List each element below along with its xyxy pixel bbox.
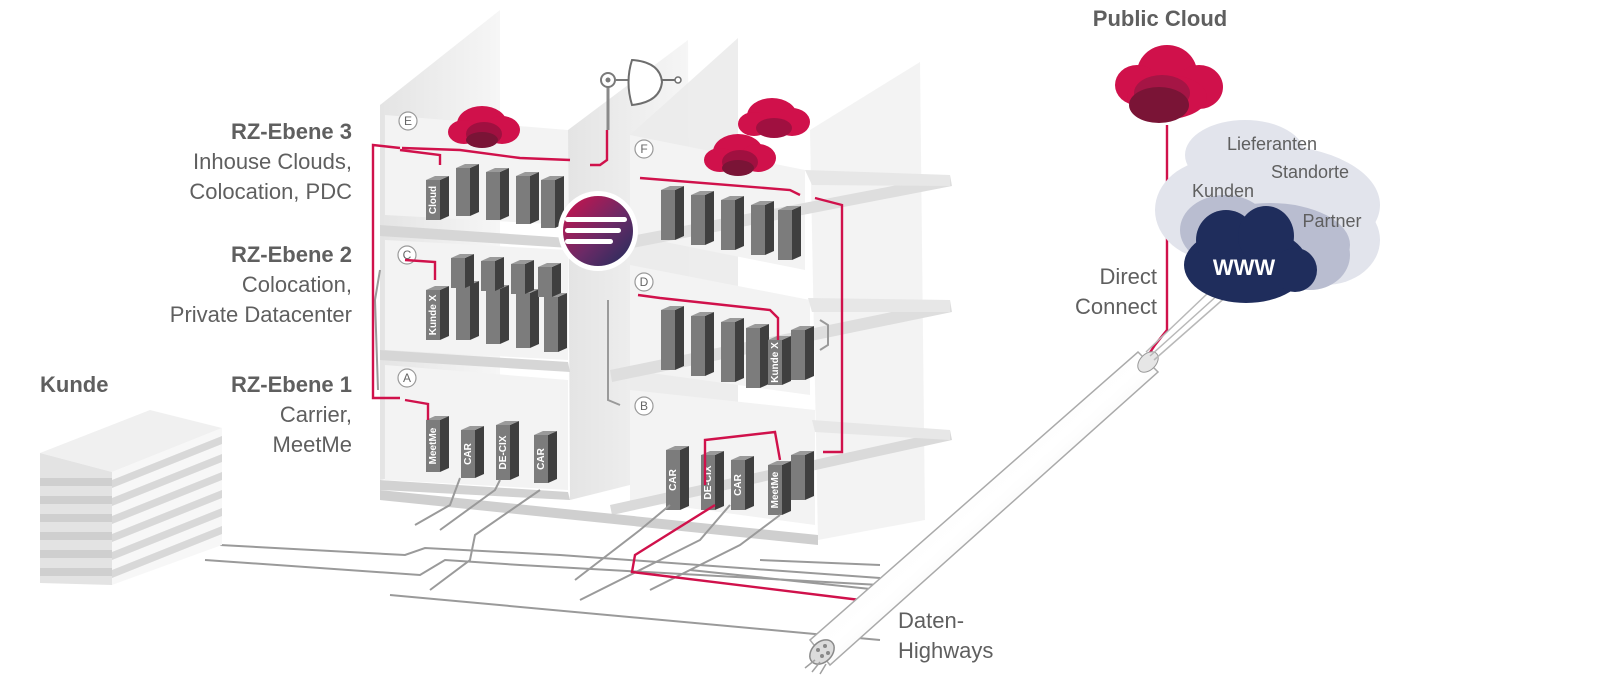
direct-connect-line2: Connect xyxy=(1075,294,1157,319)
customer-label: Kunde xyxy=(40,372,108,397)
meetme-rack: MeetMe xyxy=(768,461,791,515)
red-cloud-icon xyxy=(704,134,776,176)
car-rack: CAR xyxy=(666,446,689,510)
server-rack xyxy=(481,257,504,291)
room-letter-text: A xyxy=(403,371,411,385)
rack-label: CAR xyxy=(536,447,547,469)
server-rack xyxy=(721,196,744,250)
www-label: WWW xyxy=(1213,255,1276,280)
rack-label: Kunde X xyxy=(770,342,781,383)
customer-building-icon xyxy=(40,410,222,585)
room-letters: E F C D A B xyxy=(397,111,654,416)
de-cix-rack: DE-CIX xyxy=(496,421,519,480)
level-3-name: RZ-Ebene 3 xyxy=(231,119,352,144)
server-rack xyxy=(791,326,814,380)
server-rack xyxy=(516,289,539,348)
cloud-rack: Cloud xyxy=(426,176,449,220)
room-letter-text: F xyxy=(640,142,647,156)
server-rack xyxy=(721,318,744,382)
server-rack xyxy=(751,201,774,255)
satellite-dish-icon xyxy=(600,58,682,130)
rack-label: CAR xyxy=(668,468,679,490)
server-rack xyxy=(538,263,561,297)
kunde-x-rack: Kunde X xyxy=(768,336,791,385)
server-rack xyxy=(661,306,684,370)
car-rack: CAR xyxy=(461,426,484,478)
server-rack xyxy=(661,186,684,240)
red-cloud-icon xyxy=(738,98,810,138)
meetme-rack: MeetMe xyxy=(426,416,449,472)
public-cloud-title: Public Cloud xyxy=(1093,6,1227,31)
rack-label: CAR xyxy=(733,473,744,495)
kunde-x-rack: Kunde X xyxy=(426,286,449,340)
rack-label: MeetMe xyxy=(770,471,781,508)
server-rack xyxy=(451,254,474,288)
grey-cables xyxy=(204,269,881,641)
rack-label: CAR xyxy=(463,442,474,464)
room-letter-f: F xyxy=(634,139,654,159)
server-rack xyxy=(456,281,479,340)
level-3-desc-line1: Inhouse Clouds, xyxy=(193,149,352,174)
server-rack xyxy=(746,324,769,388)
highways-line2: Highways xyxy=(898,638,993,663)
server-rack xyxy=(456,164,479,216)
level-2-desc-line1: Colocation, xyxy=(242,272,352,297)
car-rack: CAR xyxy=(534,431,557,483)
level-3-label: RZ-Ebene 3 Inhouse Clouds, Colocation, P… xyxy=(189,119,352,204)
level-2-label: RZ-Ebene 2 Colocation, Private Datacente… xyxy=(170,242,352,327)
level-1-name: RZ-Ebene 1 xyxy=(231,372,352,397)
web-label-customers: Kunden xyxy=(1192,181,1254,201)
highways-line1: Daten- xyxy=(898,608,964,633)
server-rack xyxy=(544,293,567,352)
room-letter-text: D xyxy=(640,275,649,289)
web-label-locations: Standorte xyxy=(1271,162,1349,182)
server-rack xyxy=(486,285,509,344)
server-rack xyxy=(486,168,509,220)
server-rack xyxy=(691,312,714,376)
room-letter-a: A xyxy=(397,368,417,388)
web-label-suppliers: Lieferanten xyxy=(1227,134,1317,154)
web-label-partners: Partner xyxy=(1302,211,1361,231)
server-rack xyxy=(778,206,801,260)
level-1-desc-line2: MeetMe xyxy=(273,432,352,457)
server-rack xyxy=(511,260,534,294)
room-letter-text: B xyxy=(640,399,648,413)
server-rack xyxy=(691,191,714,245)
rack-label: DE-CIX xyxy=(498,435,509,469)
rack-label: Kunde X xyxy=(428,294,439,335)
level-2-name: RZ-Ebene 2 xyxy=(231,242,352,267)
direct-connect-line1: Direct xyxy=(1100,264,1157,289)
server-rack xyxy=(791,451,814,500)
public-cloud-icon xyxy=(1115,45,1223,123)
room-letter-e: E xyxy=(398,111,418,131)
rack-label: MeetMe xyxy=(428,427,439,464)
room-letter-b: B xyxy=(634,396,654,416)
level-3-desc-line2: Colocation, PDC xyxy=(189,179,352,204)
company-logo-icon xyxy=(558,191,638,271)
level-1-desc-line1: Carrier, xyxy=(280,402,352,427)
level-1-label: RZ-Ebene 1 Carrier, MeetMe xyxy=(231,372,352,457)
web-cloud-icon xyxy=(1155,120,1380,303)
rack-label: Cloud xyxy=(428,186,439,214)
rack-label: DE-CIX xyxy=(703,465,714,499)
car-rack: CAR xyxy=(731,456,754,510)
room-letter-text: E xyxy=(404,114,412,128)
level-2-desc-line2: Private Datacenter xyxy=(170,302,352,327)
room-letter-text: C xyxy=(403,248,412,262)
red-cloud-icon xyxy=(448,106,520,148)
room-letter-d: D xyxy=(634,272,654,292)
server-rack xyxy=(516,172,539,224)
